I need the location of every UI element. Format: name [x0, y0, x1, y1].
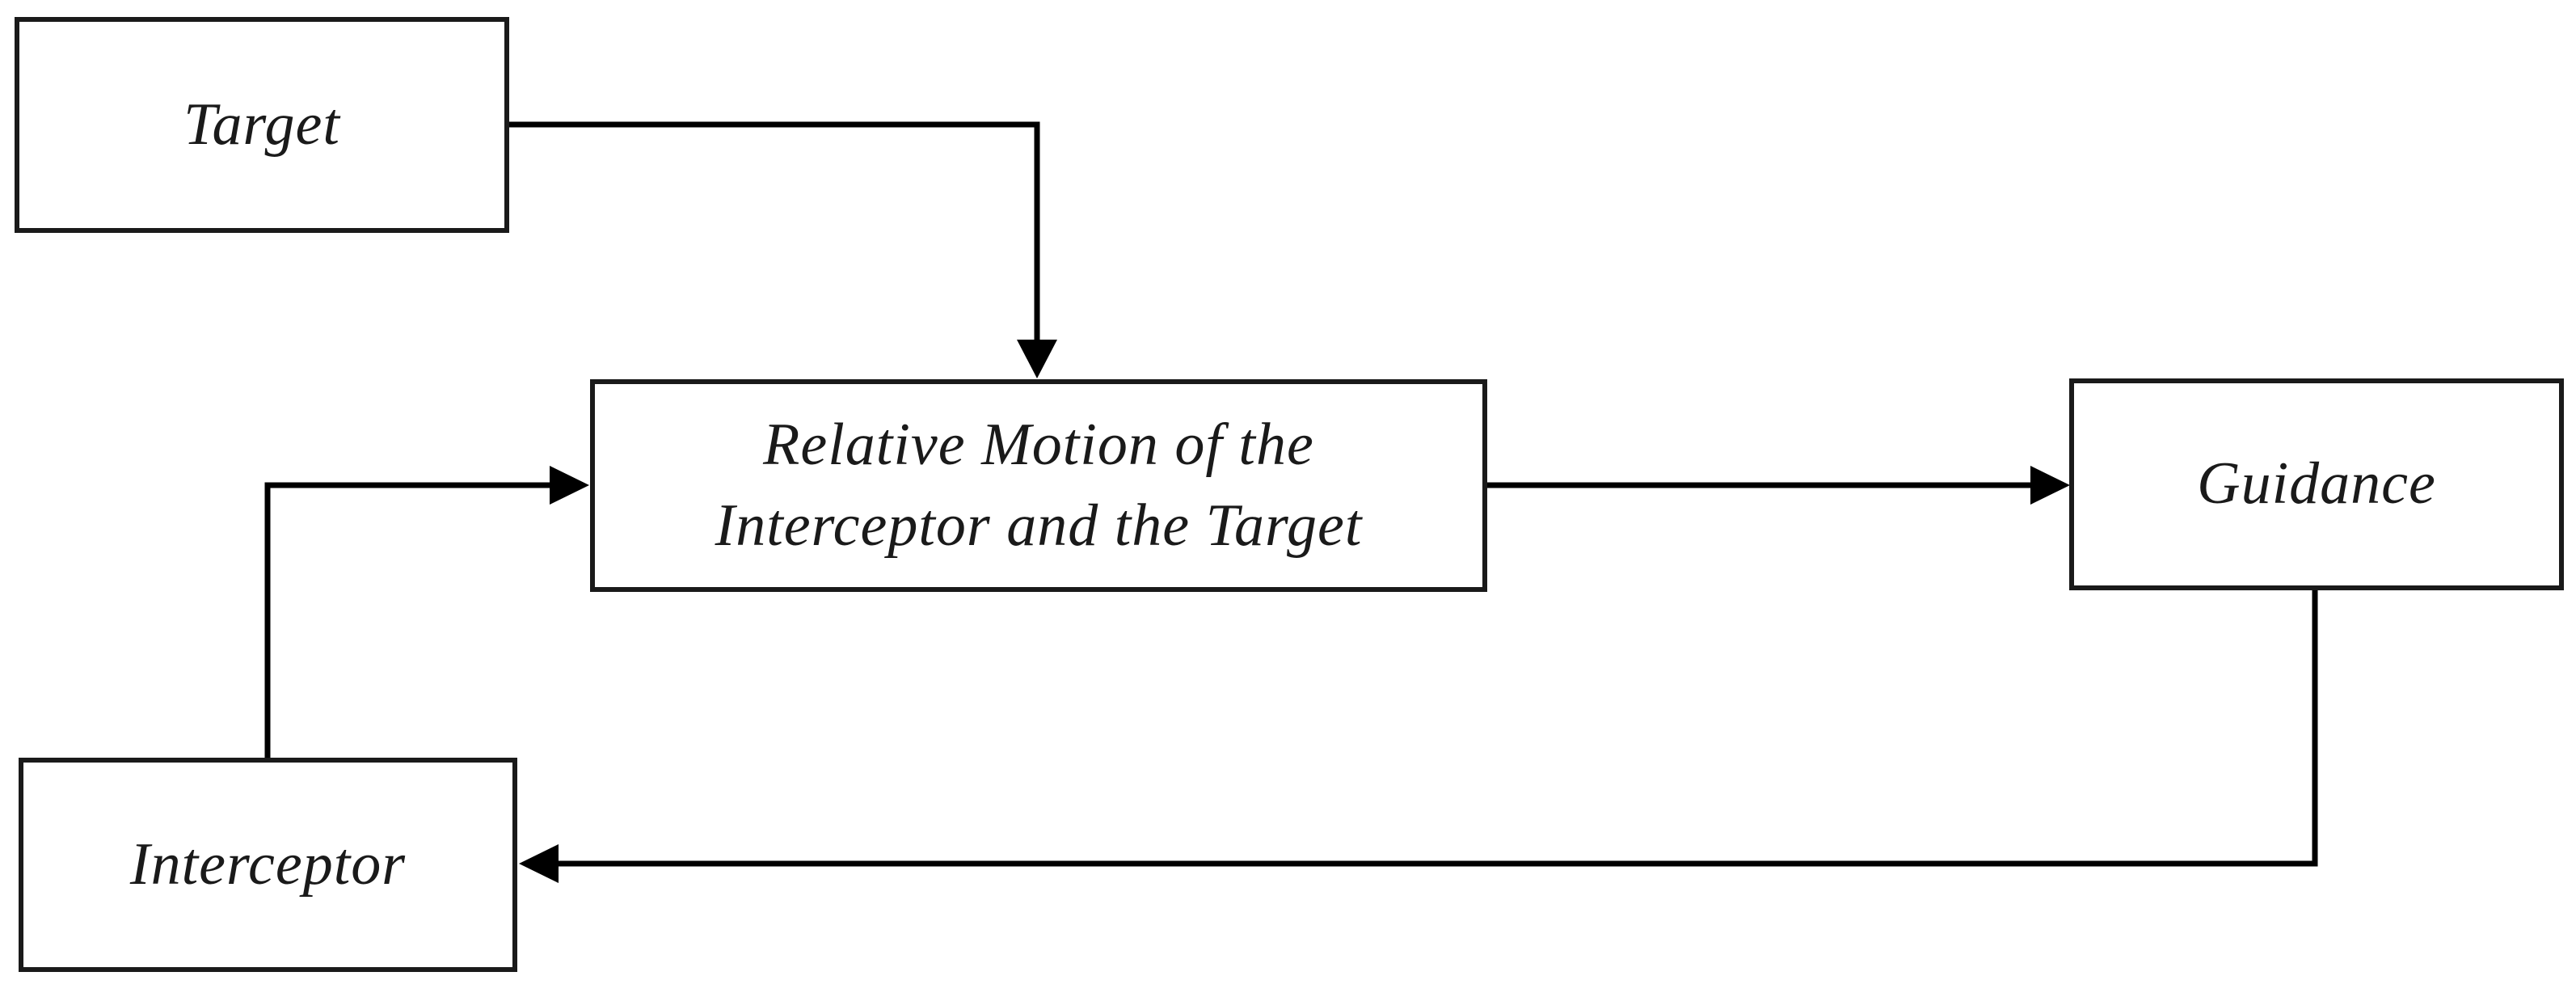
arrowhead-left-icon — [519, 844, 559, 883]
connector-interceptor-to-relative-motion — [264, 482, 552, 760]
connector-guidance-to-interceptor — [556, 589, 2318, 867]
node-relative-motion-label: Relative Motion of the Interceptor and t… — [715, 411, 1363, 559]
node-guidance: Guidance — [2069, 378, 2564, 590]
node-interceptor: Interceptor — [19, 758, 517, 972]
arrowhead-down-icon — [1017, 340, 1057, 378]
connector-target-to-relative-motion — [507, 121, 1040, 343]
node-target: Target — [15, 17, 509, 233]
node-relative-motion: Relative Motion of the Interceptor and t… — [590, 379, 1487, 592]
node-guidance-label: Guidance — [2197, 450, 2436, 518]
arrowhead-right-icon — [2030, 466, 2070, 505]
arrowhead-right-icon — [550, 466, 589, 505]
node-interceptor-label: Interceptor — [129, 830, 407, 898]
node-target-label: Target — [183, 91, 340, 158]
